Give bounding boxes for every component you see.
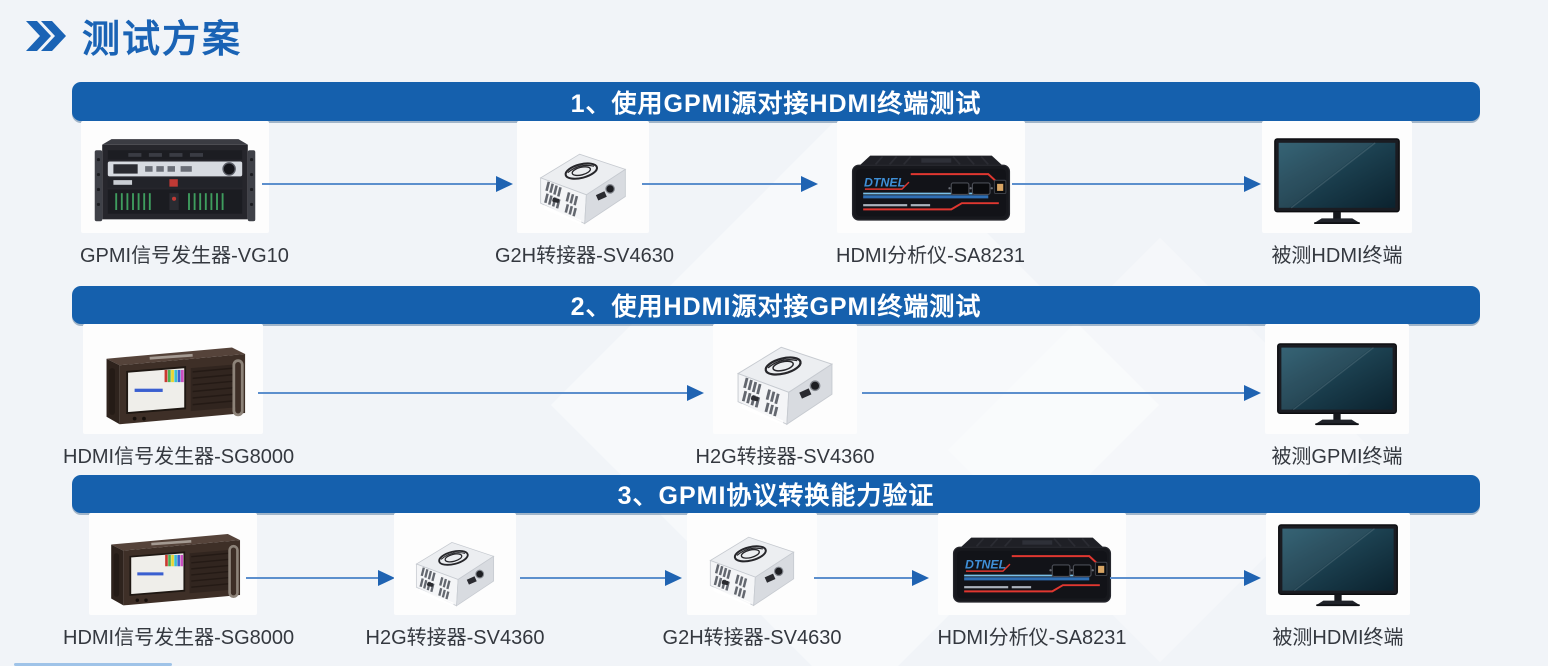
flow-arrow: [862, 385, 1261, 401]
device-label: HDMI分析仪-SA8231: [937, 627, 1127, 649]
device-label: 被测GPMI终端: [1271, 446, 1403, 468]
flow-arrow: [814, 570, 929, 586]
device-label: 被测HDMI终端: [1271, 245, 1403, 267]
device-h2g-converter: H2G转接器-SV4360: [347, 513, 563, 650]
converter-box-image: [723, 336, 847, 428]
device-hdmi-analyzer: HDMI分析仪-SA8231: [833, 121, 1028, 268]
device-photo: [713, 324, 857, 434]
section-header-1: 1、使用GPMI源对接HDMI终端测试: [72, 82, 1480, 121]
device-photo: [1266, 513, 1410, 615]
device-label: GPMI信号发生器-VG10: [80, 245, 289, 267]
device-hdmi-terminal: 被测HDMI终端: [1262, 121, 1412, 268]
device-photo: [836, 121, 1025, 233]
converter-box-image: [527, 144, 639, 227]
flow-arrow: [642, 176, 818, 192]
device-label: H2G转接器-SV4360: [695, 446, 875, 468]
page-title: 测试方案: [24, 8, 242, 63]
device-label: HDMI信号发生器-SG8000: [63, 627, 295, 649]
page-title-text: 测试方案: [82, 19, 243, 61]
flow-row-3: HDMI信号发生器-SG8000 H2G转接器-SV4360 G2H转接器-SV…: [0, 513, 1548, 666]
device-photo: [1265, 324, 1409, 434]
device-photo: [516, 121, 649, 233]
device-hdmi-signal-generator: HDMI信号发生器-SG8000: [63, 513, 295, 650]
analyzer-image: [847, 153, 1015, 227]
device-photo: [938, 513, 1126, 615]
device-gpmi-terminal: 被测GPMI终端: [1261, 324, 1413, 469]
device-hdmi-analyzer: HDMI分析仪-SA8231: [924, 513, 1140, 650]
flow-row-1: GPMI信号发生器-VG10 G2H转接器-SV4630 HDMI分析仪-SA8…: [0, 121, 1548, 285]
flow-arrow: [262, 176, 513, 192]
double-chevron-icon: [26, 20, 66, 51]
device-hdmi-signal-generator: HDMI信号发生器-SG8000: [63, 324, 295, 469]
arrowhead-icon: [496, 176, 513, 192]
flow-row-2: HDMI信号发生器-SG8000 H2G转接器-SV4360 被测GPMI终端: [0, 324, 1548, 475]
arrowhead-icon: [1244, 176, 1261, 192]
flow-arrow: [246, 570, 395, 586]
device-g2h-converter: G2H转接器-SV4630: [644, 513, 860, 650]
converter-box-image: [404, 533, 506, 609]
arrowhead-icon: [1244, 570, 1261, 586]
device-photo: [1262, 121, 1412, 233]
device-photo: [394, 513, 516, 615]
arrowhead-icon: [665, 570, 682, 586]
arrowhead-icon: [1244, 385, 1261, 401]
device-g2h-converter: G2H转接器-SV4630: [495, 121, 674, 268]
tv-image: [1272, 137, 1402, 227]
device-photo: [89, 513, 257, 615]
device-label: 被测HDMI终端: [1272, 627, 1404, 649]
device-label: HDMI分析仪-SA8231: [836, 245, 1025, 267]
device-hdmi-terminal: 被测HDMI终端: [1262, 513, 1414, 650]
flow-arrow: [258, 385, 704, 401]
cropped-element-edge: [14, 663, 172, 666]
device-photo: [81, 121, 269, 233]
device-label: HDMI信号发生器-SG8000: [63, 446, 295, 468]
device-photo: [83, 324, 263, 434]
arrowhead-icon: [912, 570, 929, 586]
device-label: H2G转接器-SV4360: [365, 627, 545, 649]
flow-arrow: [1012, 176, 1261, 192]
converter-box-image: [697, 527, 807, 609]
section-header-3: 3、GPMI协议转换能力验证: [72, 475, 1480, 513]
device-label: G2H转接器-SV4630: [662, 627, 842, 649]
rack-instrument-image: [99, 527, 247, 609]
device-photo: [687, 513, 817, 615]
arrowhead-icon: [801, 176, 818, 192]
arrowhead-icon: [687, 385, 704, 401]
arrowhead-icon: [378, 570, 395, 586]
analyzer-image: [948, 535, 1116, 609]
device-gpmi-signal-generator: GPMI信号发生器-VG10: [80, 121, 289, 268]
section-header-2: 2、使用HDMI源对接GPMI终端测试: [72, 286, 1480, 324]
device-label: G2H转接器-SV4630: [495, 245, 674, 267]
tv-image: [1275, 342, 1399, 428]
rack-instrument-image: [91, 137, 259, 227]
device-h2g-converter: H2G转接器-SV4360: [677, 324, 893, 469]
flow-arrow: [1110, 570, 1261, 586]
tv-image: [1276, 523, 1400, 609]
rack-instrument-image: [93, 340, 253, 428]
flow-arrow: [520, 570, 682, 586]
